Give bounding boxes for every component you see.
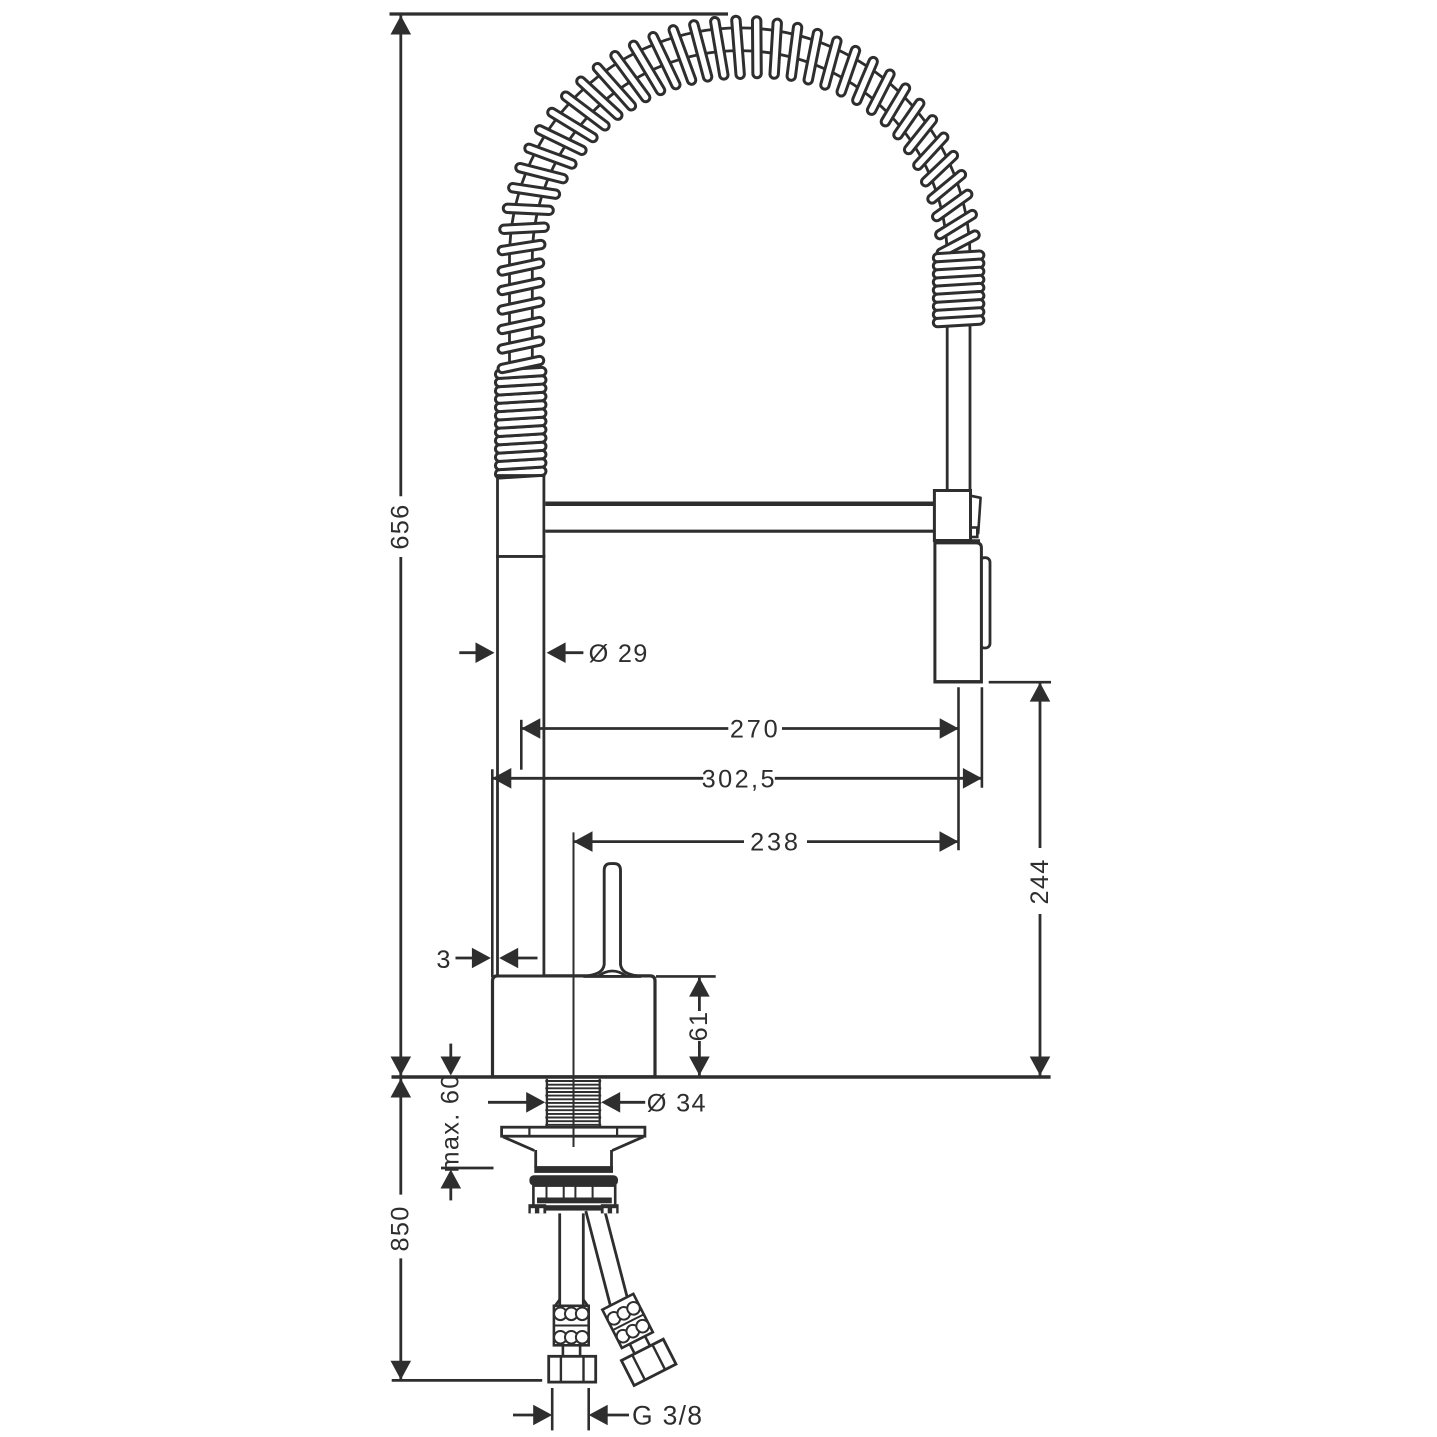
svg-text:302,5: 302,5 [702, 765, 777, 793]
svg-text:850: 850 [387, 1205, 415, 1251]
svg-text:G 3/8: G 3/8 [632, 1401, 703, 1431]
svg-text:Ø 29: Ø 29 [589, 640, 649, 668]
svg-text:61: 61 [685, 1011, 713, 1042]
svg-text:max. 60: max. 60 [437, 1073, 465, 1172]
svg-text:244: 244 [1026, 858, 1054, 904]
svg-text:Ø 34: Ø 34 [647, 1089, 707, 1117]
svg-text:238: 238 [750, 829, 801, 857]
svg-text:270: 270 [730, 716, 781, 744]
svg-text:3: 3 [436, 946, 451, 974]
svg-text:656: 656 [387, 504, 415, 550]
